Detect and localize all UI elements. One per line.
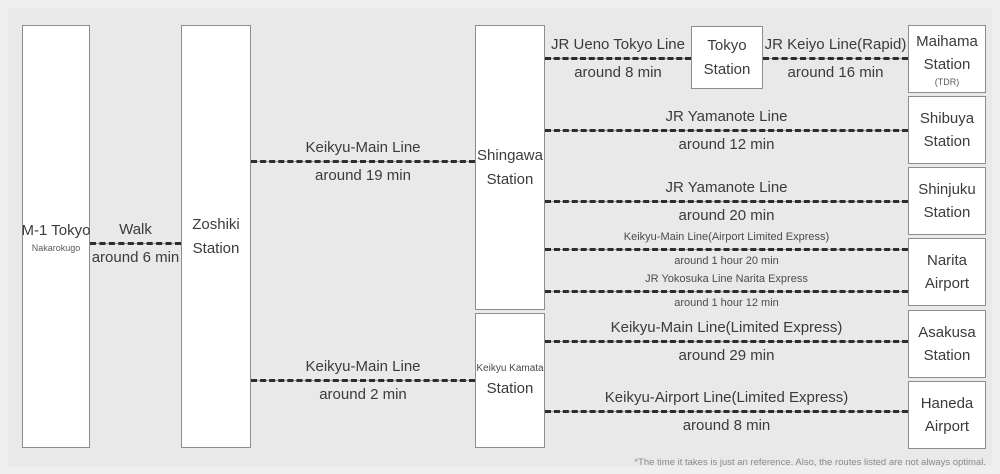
route-dashed-line <box>545 248 908 251</box>
station-label-asakusa-line2: Station <box>923 347 971 364</box>
route-mode-label: Keikyu-Main Line <box>305 358 421 375</box>
station-label-haneda-line1: Haneda <box>920 394 974 412</box>
station-box-maihama[interactable]: Maihama Station (TDR) <box>908 25 986 93</box>
station-label-narita-line1: Narita <box>926 251 967 269</box>
route-duration-label: around 1 hour 12 min <box>674 297 779 309</box>
station-label-shingawa-line1: Shingawa <box>477 147 543 165</box>
route-dashed-line <box>545 410 908 413</box>
station-label-shinjuku-line1: Shinjuku <box>918 180 976 198</box>
route-link-kamata-asakusa[interactable]: Keikyu-Main Line(Limited Express) around… <box>545 313 908 369</box>
station-label-keikyu-kamata-line1: Keikyu Kamata <box>476 363 544 375</box>
station-label-shingawa-line2: Station <box>486 170 534 188</box>
route-mode-label: JR Keiyo Line(Rapid) <box>764 36 907 53</box>
route-duration-label: around 20 min <box>678 207 775 224</box>
station-label-tokyo-line1: Tokyo <box>707 37 747 55</box>
station-sublabel-maihama: (TDR) <box>934 77 960 88</box>
route-mode-label: Keikyu-Airport Line(Limited Express) <box>604 389 849 406</box>
route-dashed-line <box>251 379 475 382</box>
route-dashed-line <box>763 57 908 60</box>
station-sublabel-origin: Nakarokugo <box>31 243 81 254</box>
route-link-shingawa-shibuya[interactable]: JR Yamanote Line around 12 min <box>545 102 908 158</box>
route-duration-label: around 8 min <box>574 64 662 81</box>
footnote-text: *The time it takes is just an reference.… <box>634 457 986 468</box>
route-link-zoshiki-kamata[interactable]: Keikyu-Main Line around 2 min <box>251 352 475 408</box>
route-mode-label: JR Yokosuka Line Narita Express <box>645 273 808 285</box>
station-label-maihama-line2: Station <box>923 56 971 74</box>
route-link-shingawa-tokyo[interactable]: JR Ueno Tokyo Line around 8 min <box>545 30 691 86</box>
station-label-shibuya-line1: Shibuya <box>919 109 975 127</box>
route-duration-label: around 29 min <box>678 347 775 364</box>
route-dashed-line <box>545 57 691 60</box>
route-link-shingawa-shinjuku[interactable]: JR Yamanote Line around 20 min <box>545 173 908 229</box>
route-dashed-line <box>545 290 908 293</box>
route-duration-label: around 2 min <box>319 386 407 403</box>
route-link-walk[interactable]: Walk around 6 min <box>90 215 181 271</box>
route-dashed-line <box>251 160 475 163</box>
route-duration-label: around 1 hour 20 min <box>674 255 779 267</box>
route-duration-label: around 6 min <box>91 249 180 266</box>
station-box-origin[interactable]: M-1 Tokyo Nakarokugo <box>22 25 90 448</box>
station-label-shibuya-line2: Station <box>923 133 971 150</box>
station-label-haneda-line2: Airport <box>924 418 970 435</box>
route-link-zoshiki-shingawa[interactable]: Keikyu-Main Line around 19 min <box>251 133 475 189</box>
route-duration-label: around 8 min <box>682 417 771 434</box>
route-mode-label: JR Yamanote Line <box>665 108 788 125</box>
station-label-shinjuku-line2: Station <box>923 204 971 221</box>
route-mode-label: Keikyu-Main Line(Airport Limited Express… <box>623 231 830 243</box>
route-mode-label: Walk <box>119 221 152 238</box>
route-mode-label: Keikyu-Main Line <box>305 139 421 156</box>
station-box-shibuya[interactable]: Shibuya Station <box>908 96 986 164</box>
route-dashed-line <box>545 340 908 343</box>
route-mode-label: JR Ueno Tokyo Line <box>551 36 685 53</box>
station-box-keikyu-kamata[interactable]: Keikyu Kamata Station <box>475 313 545 448</box>
station-label-keikyu-kamata-line2: Station <box>486 379 534 397</box>
station-box-haneda[interactable]: Haneda Airport <box>908 381 986 449</box>
station-box-shinjuku[interactable]: Shinjuku Station <box>908 167 986 235</box>
station-box-shingawa[interactable]: Shingawa Station <box>475 25 545 310</box>
route-duration-label: around 19 min <box>315 167 411 184</box>
route-duration-label: around 12 min <box>678 136 775 153</box>
station-label-zoshiki-line1: Zoshiki <box>192 216 240 234</box>
station-box-narita[interactable]: Narita Airport <box>908 238 986 306</box>
station-label-narita-line2: Airport <box>924 275 970 292</box>
station-box-asakusa[interactable]: Asakusa Station <box>908 310 986 378</box>
route-link-shingawa-narita-nex[interactable]: JR Yokosuka Line Narita Express around 1… <box>545 270 908 312</box>
station-label-maihama-line1: Maihama <box>916 32 978 50</box>
route-link-tokyo-maihama[interactable]: JR Keiyo Line(Rapid) around 16 min <box>763 30 908 86</box>
route-dashed-line <box>545 129 908 132</box>
route-link-shingawa-narita-keikyu[interactable]: Keikyu-Main Line(Airport Limited Express… <box>545 228 908 270</box>
route-mode-label: Keikyu-Main Line(Limited Express) <box>610 319 843 336</box>
route-link-kamata-haneda[interactable]: Keikyu-Airport Line(Limited Express) aro… <box>545 383 908 439</box>
station-label-asakusa-line1: Asakusa <box>918 323 976 341</box>
station-label-zoshiki-line2: Station <box>192 239 240 257</box>
station-box-tokyo[interactable]: Tokyo Station <box>691 26 763 89</box>
station-box-zoshiki[interactable]: Zoshiki Station <box>181 25 251 448</box>
route-duration-label: around 16 min <box>787 64 884 81</box>
route-mode-label: JR Yamanote Line <box>665 179 788 196</box>
station-label-tokyo-line2: Station <box>703 60 751 78</box>
route-dashed-line <box>545 200 908 203</box>
route-dashed-line <box>90 242 181 245</box>
station-label-origin: M-1 Tokyo <box>21 221 91 239</box>
